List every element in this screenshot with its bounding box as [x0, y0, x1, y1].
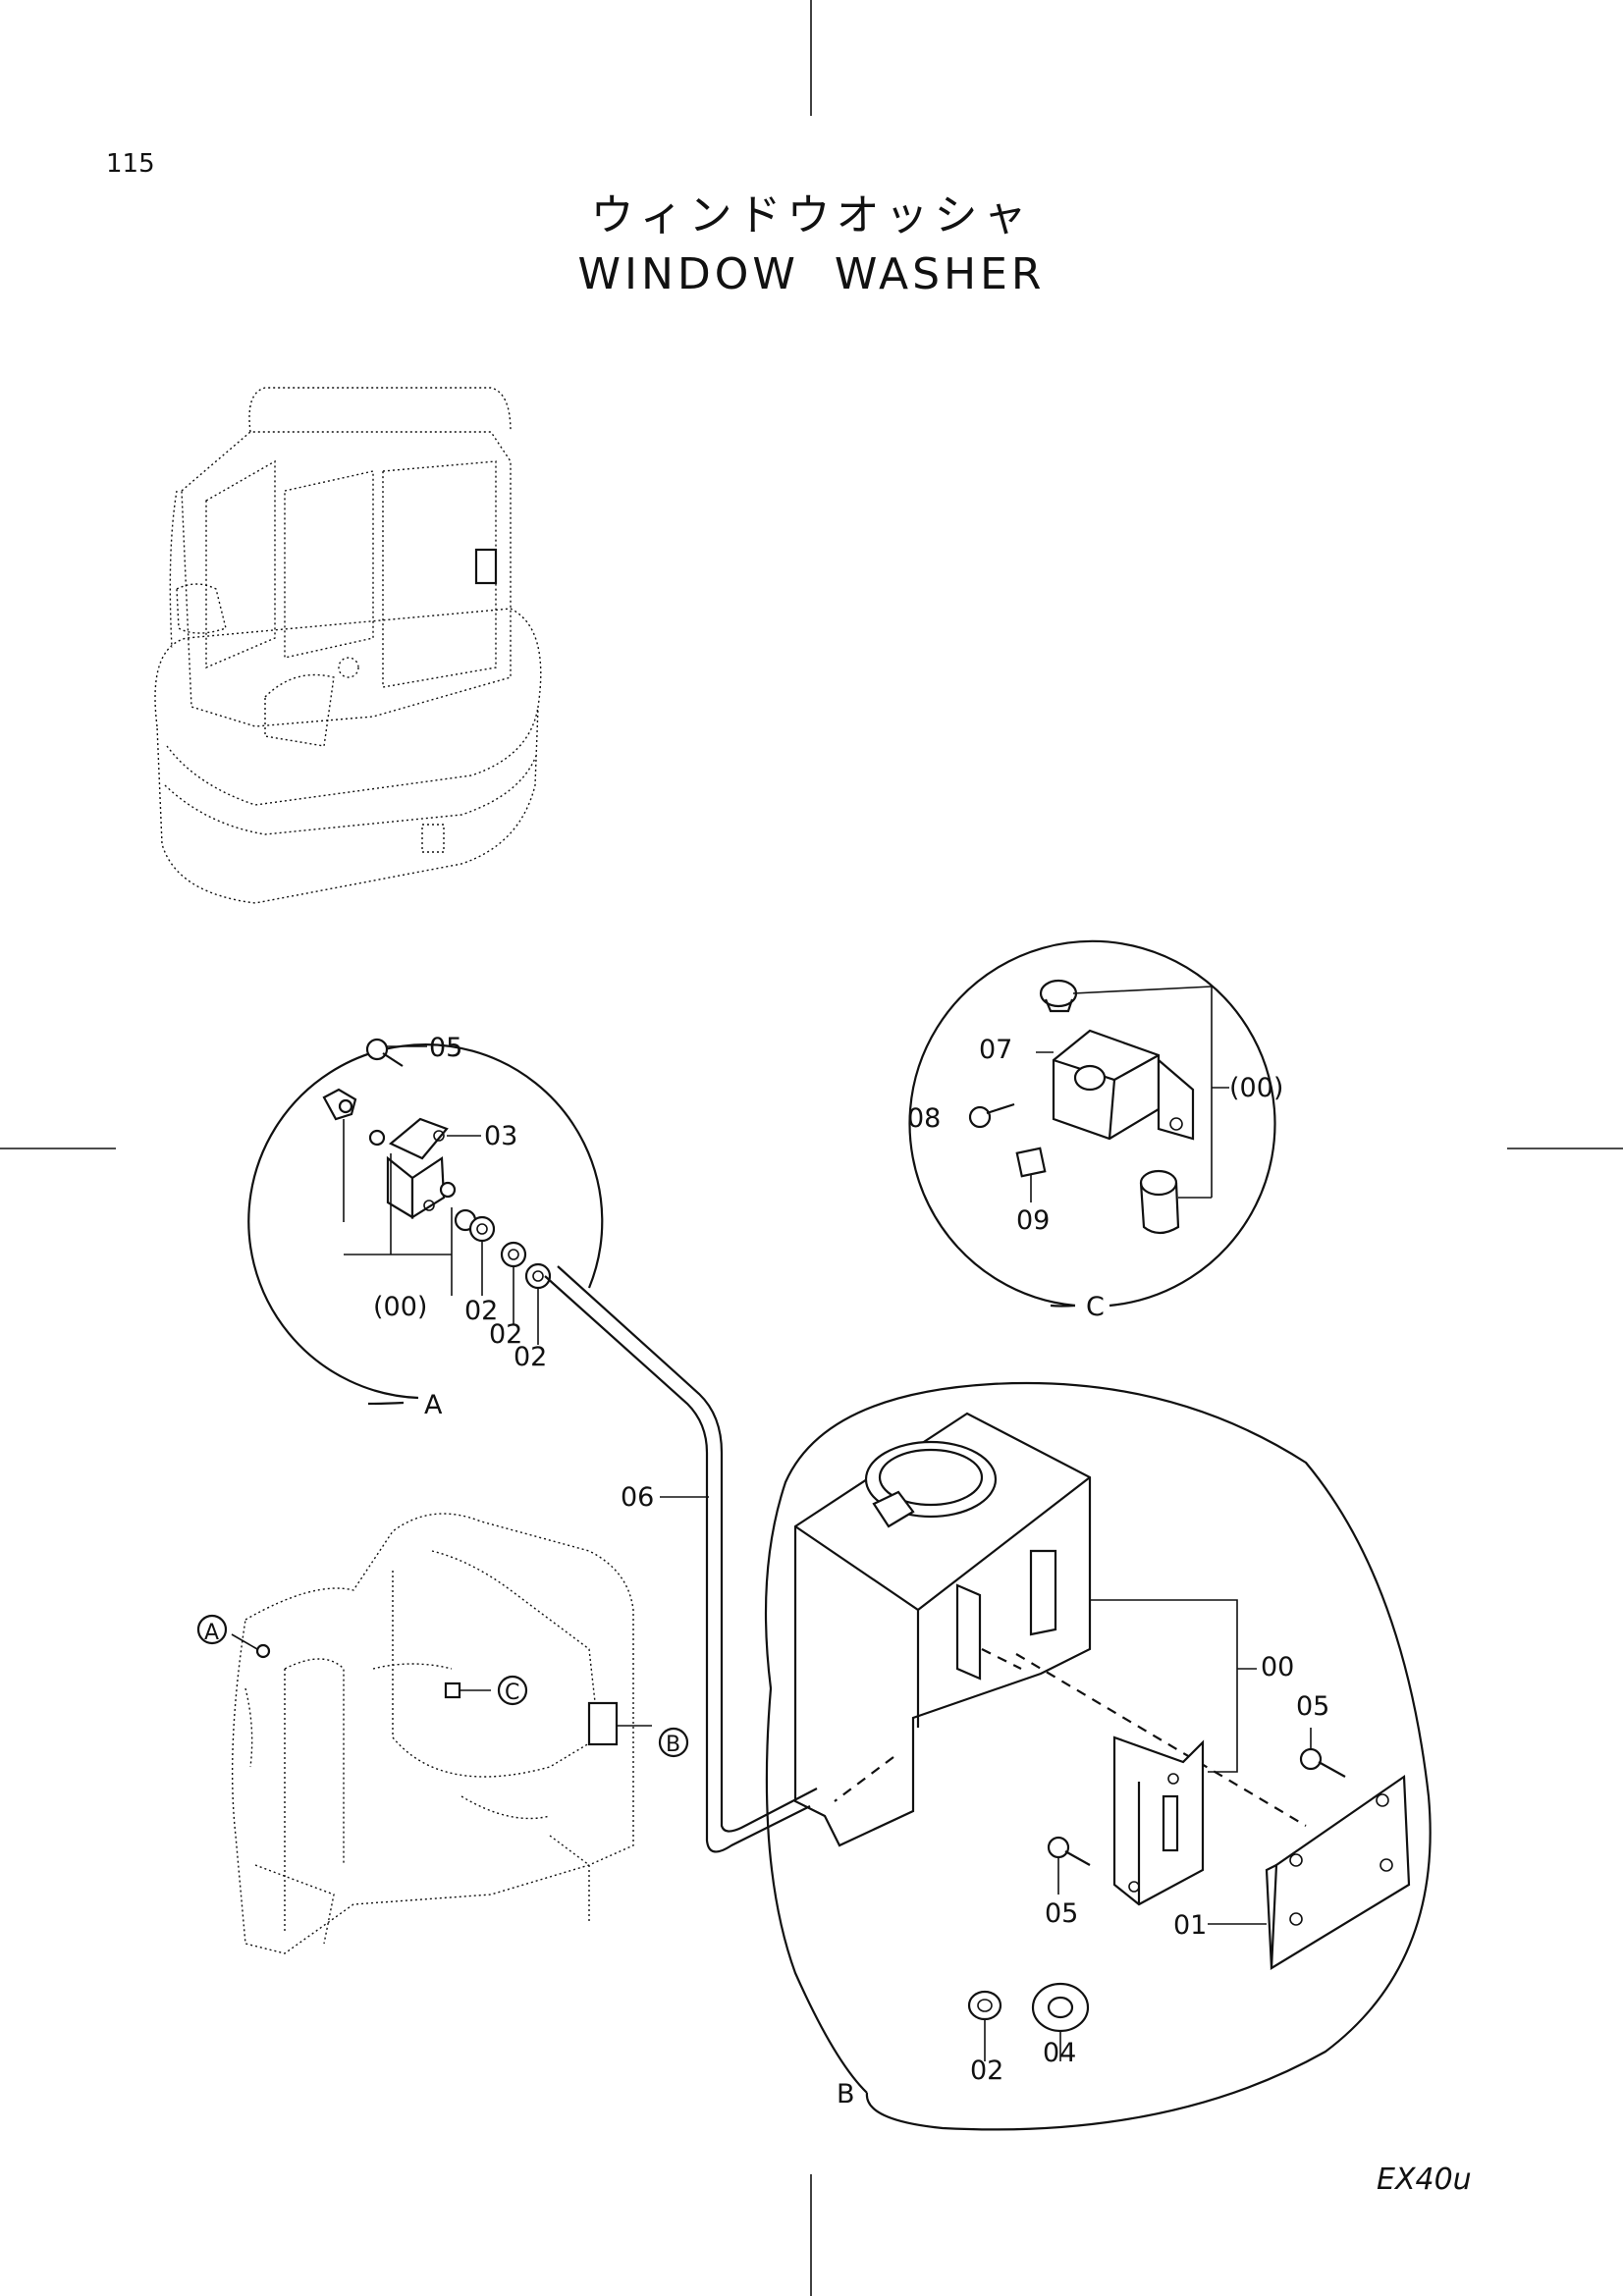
label-b-04: 04 [1043, 2038, 1076, 2068]
label-a-02-first: 02 [464, 1296, 498, 1326]
label-a-02-third: 02 [514, 1342, 547, 1372]
cab-interior [196, 1513, 689, 1954]
label-a-00: (00) [373, 1292, 427, 1322]
label-b-05-upper: 05 [1296, 1691, 1329, 1722]
detail-view-b [764, 1381, 1432, 2131]
excavator-overview [154, 387, 542, 904]
page-number: 115 [106, 149, 155, 179]
label-c-09: 09 [1016, 1205, 1050, 1236]
label-b-02: 02 [970, 2056, 1003, 2086]
label-b-05-lower: 05 [1045, 1898, 1078, 1929]
label-c-00: (00) [1229, 1073, 1283, 1103]
detail-letter-b: B [837, 2079, 855, 2109]
label-a-03: 03 [484, 1121, 517, 1151]
label-hose-06: 06 [621, 1482, 654, 1513]
detail-letter-a: A [424, 1390, 443, 1420]
title-english: WINDOW WASHER [577, 249, 1046, 299]
label-b-00: 00 [1261, 1652, 1294, 1682]
label-a-02-second: 02 [489, 1319, 522, 1350]
model-code: EX40u [1377, 2163, 1472, 2197]
page-title: ウィンドウオッシャ WINDOW WASHER [0, 187, 1623, 304]
label-a-05: 05 [429, 1033, 462, 1063]
detail-view-c [908, 939, 1276, 1308]
label-c-08: 08 [907, 1103, 941, 1134]
washer-hose [544, 1265, 818, 1853]
label-c-07: 07 [979, 1035, 1012, 1065]
cab-callout-b: B [666, 1733, 680, 1757]
detail-letter-c: C [1086, 1292, 1105, 1322]
cab-callout-c: C [505, 1681, 519, 1705]
cab-callout-a: A [204, 1621, 219, 1645]
detail-view-a [247, 1038, 604, 1406]
label-b-01: 01 [1173, 1910, 1207, 1941]
title-japanese: ウィンドウオッシャ [590, 190, 1033, 240]
